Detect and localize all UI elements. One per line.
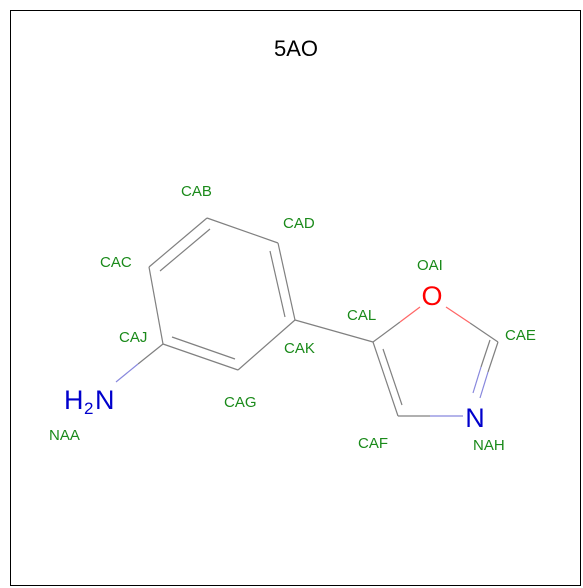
bond-cae-nah-c: [487, 341, 499, 373]
amine-n-symbol: N: [95, 385, 115, 415]
bond-caj-naa-n: [115, 363, 139, 383]
bond-cab-cac-inner: [159, 228, 211, 272]
label-cak: CAK: [284, 340, 315, 357]
benzene-ring: [148, 217, 374, 371]
bond-oai-cae-c: [469, 322, 499, 343]
bond-cab-cad: [206, 217, 279, 244]
bond-cab-cac: [148, 217, 208, 268]
label-cag: CAG: [224, 394, 257, 411]
label-cac: CAC: [100, 254, 132, 271]
bond-oai-cae-o: [445, 306, 471, 324]
oxazole-ring: [372, 306, 499, 417]
bond-cac-caj: [148, 266, 164, 345]
molecule-title: 5AO: [274, 36, 318, 61]
oxazole-nitrogen-symbol: N: [465, 403, 485, 433]
label-nah: NAH: [473, 437, 505, 454]
bond-cae-nah-n: [479, 371, 489, 399]
bond-caj-cag-inner: [171, 336, 236, 360]
bond-caj-cag: [162, 343, 239, 371]
amine-h-symbol: H: [64, 385, 84, 415]
label-cae: CAE: [505, 327, 536, 344]
bond-cal-oai-o: [399, 306, 421, 323]
bond-caf-cal: [372, 341, 399, 417]
bond-cag-cak: [237, 319, 296, 371]
bond-cae-nah-inner-n: [472, 366, 482, 394]
oxygen-atom-symbol: O: [421, 281, 442, 311]
bond-cal-oai-c: [372, 321, 401, 343]
label-cab: CAB: [181, 183, 212, 200]
bond-cak-cal: [294, 319, 374, 343]
label-naa: NAA: [49, 427, 80, 444]
label-caf: CAF: [358, 435, 388, 452]
bond-cad-cak: [277, 242, 296, 321]
label-cad: CAD: [283, 215, 315, 232]
bond-cad-cak-inner: [269, 250, 286, 318]
bond-cae-nah-inner-c: [480, 339, 491, 368]
amine-h-subscript: 2: [84, 399, 93, 418]
label-caj: CAJ: [119, 329, 147, 346]
bond-caj-naa-c: [137, 343, 164, 365]
label-cal: CAL: [347, 307, 376, 324]
bond-caf-cal-inner: [382, 348, 403, 406]
diagram-frame: [10, 10, 581, 586]
label-oai: OAI: [417, 257, 443, 274]
